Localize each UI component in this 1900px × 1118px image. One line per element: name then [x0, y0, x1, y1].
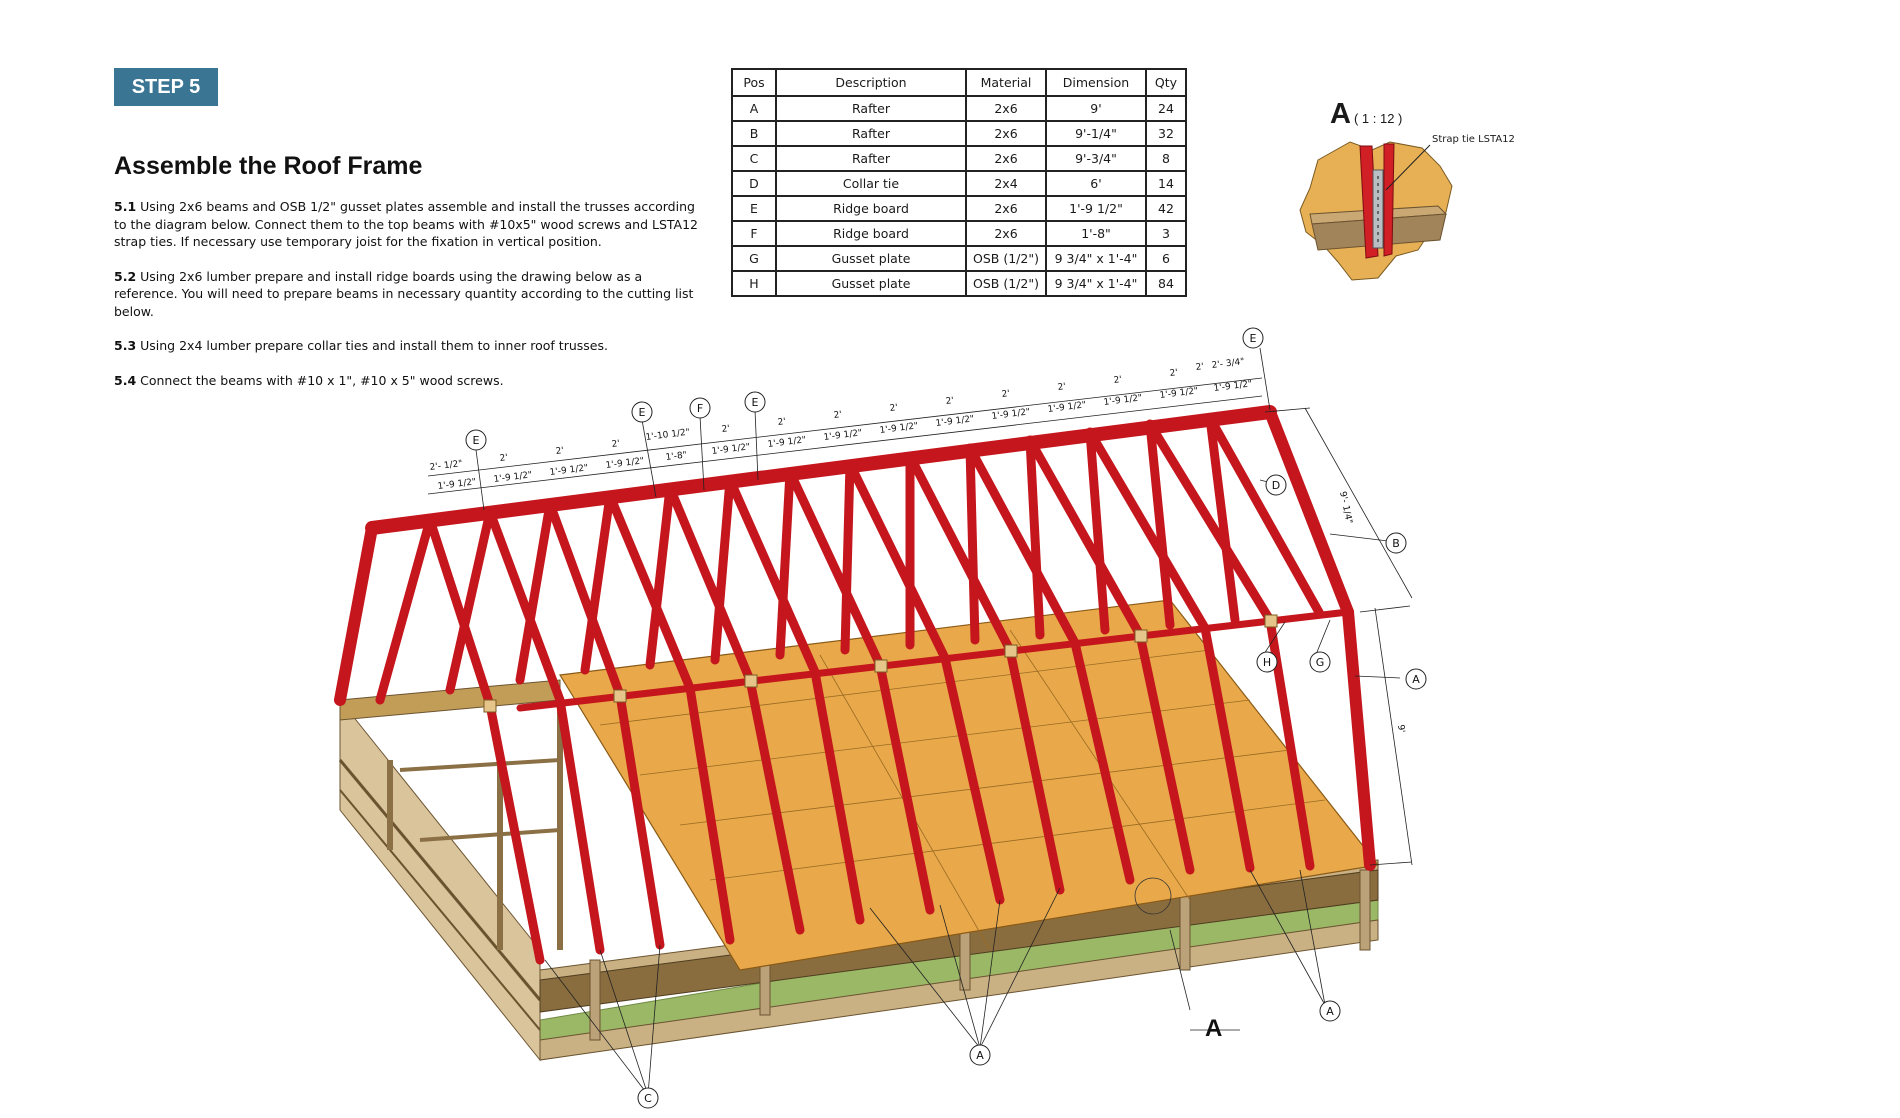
strap-tie-label: Strap tie LSTA12	[1432, 134, 1515, 145]
callout-a-right: A	[1319, 1000, 1341, 1022]
svg-text:A: A	[1412, 673, 1420, 686]
dim-top-14: 2'	[1169, 368, 1178, 379]
dim-bottom-10: 1'-9 1/2"	[935, 414, 975, 429]
callout-a-side: A	[1405, 668, 1427, 690]
callout-c: C	[637, 1087, 659, 1109]
dim-bottom-5: 1'-8"	[665, 450, 687, 463]
svg-text:A: A	[1326, 1005, 1334, 1018]
svg-text:D: D	[1272, 479, 1280, 492]
instruction-1: 5.1 Using 2x6 beams and OSB 1/2" gusset …	[114, 199, 698, 249]
svg-text:A: A	[976, 1049, 984, 1062]
callout-g: G	[1309, 651, 1331, 673]
callout-a-bottom: A	[969, 1044, 991, 1066]
col-qty: Qty	[1145, 68, 1187, 97]
dim-bottom-15: 1'-9 1/2"	[1213, 379, 1253, 394]
dim-top-4: 2'	[611, 439, 620, 450]
dim-top-5: 1'-10 1/2"	[645, 428, 690, 443]
step-badge: STEP 5	[114, 68, 218, 106]
callout-f: F	[689, 397, 711, 419]
svg-text:E: E	[1250, 332, 1257, 345]
svg-text:G: G	[1316, 656, 1325, 669]
dim-bottom-3: 1'-9 1/2"	[549, 463, 589, 478]
dim-top-1: 2'- 1/2"	[429, 459, 463, 473]
dim-bottom-6: 1'-9 1/2"	[711, 442, 751, 457]
instruction-3: 5.3 Using 2x4 lumber prepare collar ties…	[114, 338, 608, 353]
dim-bottom-14: 1'-9 1/2"	[1159, 386, 1199, 401]
detail-a-circle	[1134, 877, 1172, 915]
detail-a-inset	[1299, 141, 1453, 281]
detail-a-callout: A	[1205, 1015, 1222, 1042]
dim-bottom-9: 1'-9 1/2"	[879, 421, 919, 436]
callout-d: D	[1265, 474, 1287, 496]
dim-bottom-7: 1'-9 1/2"	[767, 435, 807, 450]
dimension-lines	[427, 377, 1413, 866]
svg-text:F: F	[697, 402, 703, 415]
parts-table: Pos Description Material Dimension Qty A…	[731, 68, 1187, 297]
dim-bottom-1: 1'-9 1/2"	[437, 477, 477, 492]
dim-top-10: 2'	[945, 396, 954, 407]
instruction-4: 5.4 Connect the beams with #10 x 1", #10…	[114, 372, 504, 388]
dim-top-6: 2'	[721, 424, 730, 435]
leader-lines	[475, 347, 1401, 1096]
instructions: 5.1 Using 2x6 beams and OSB 1/2" gusset …	[114, 198, 704, 406]
dim-top-13: 2'	[1113, 375, 1122, 386]
roof-trusses	[334, 405, 1376, 965]
callouts: E E F E E D B A H G A A C	[465, 327, 1427, 1109]
dim-bottom-12: 1'-9 1/2"	[1047, 400, 1087, 415]
callout-h: H	[1256, 651, 1278, 673]
svg-text:C: C	[644, 1092, 652, 1105]
detail-a-label: A( 1 : 12 )	[1330, 98, 1403, 130]
dim-bottom-13: 1'-9 1/2"	[1103, 393, 1143, 408]
dim-rafter-lower: 9'	[1395, 724, 1406, 734]
table-header-row: Pos Description Material Dimension Qty	[731, 68, 1187, 97]
dim-top-9: 2'	[889, 403, 898, 414]
dim-top-2: 2'	[499, 453, 508, 464]
svg-text:B: B	[1392, 537, 1400, 550]
page-title: Assemble the Roof Frame	[114, 152, 423, 180]
svg-text:E: E	[473, 434, 480, 447]
callout-e-3: E	[744, 391, 766, 413]
col-pos: Pos	[731, 68, 777, 97]
svg-text:E: E	[639, 406, 646, 419]
dim-bottom-2: 1'-9 1/2"	[493, 470, 533, 485]
callout-e-2: E	[631, 401, 653, 423]
dim-top-11: 2'	[1001, 389, 1010, 400]
callout-b: B	[1385, 532, 1407, 554]
callout-e-4: E	[1242, 327, 1264, 349]
col-material: Material	[965, 68, 1047, 97]
svg-text:H: H	[1263, 656, 1271, 669]
col-description: Description	[775, 68, 967, 97]
callout-e-1: E	[465, 429, 487, 451]
svg-text:E: E	[752, 396, 759, 409]
col-dimension: Dimension	[1045, 68, 1147, 97]
dim-top-8: 2'	[833, 410, 842, 421]
dim-bottom-8: 1'-9 1/2"	[823, 428, 863, 443]
dim-bottom-11: 1'-9 1/2"	[991, 407, 1031, 422]
instruction-2: 5.2 Using 2x6 lumber prepare and install…	[114, 268, 694, 319]
dim-rafter-upper: 9'- 1/4"	[1337, 491, 1354, 525]
dim-top-7: 2'	[777, 417, 786, 428]
dim-top-3: 2'	[555, 446, 564, 457]
dim-top-12: 2'	[1057, 382, 1066, 393]
dim-top-15: 2'	[1195, 362, 1204, 373]
dim-top-16: 2'- 3/4"	[1211, 357, 1245, 371]
osb-deck	[559, 599, 1380, 971]
dim-bottom-4: 1'-9 1/2"	[605, 456, 645, 471]
